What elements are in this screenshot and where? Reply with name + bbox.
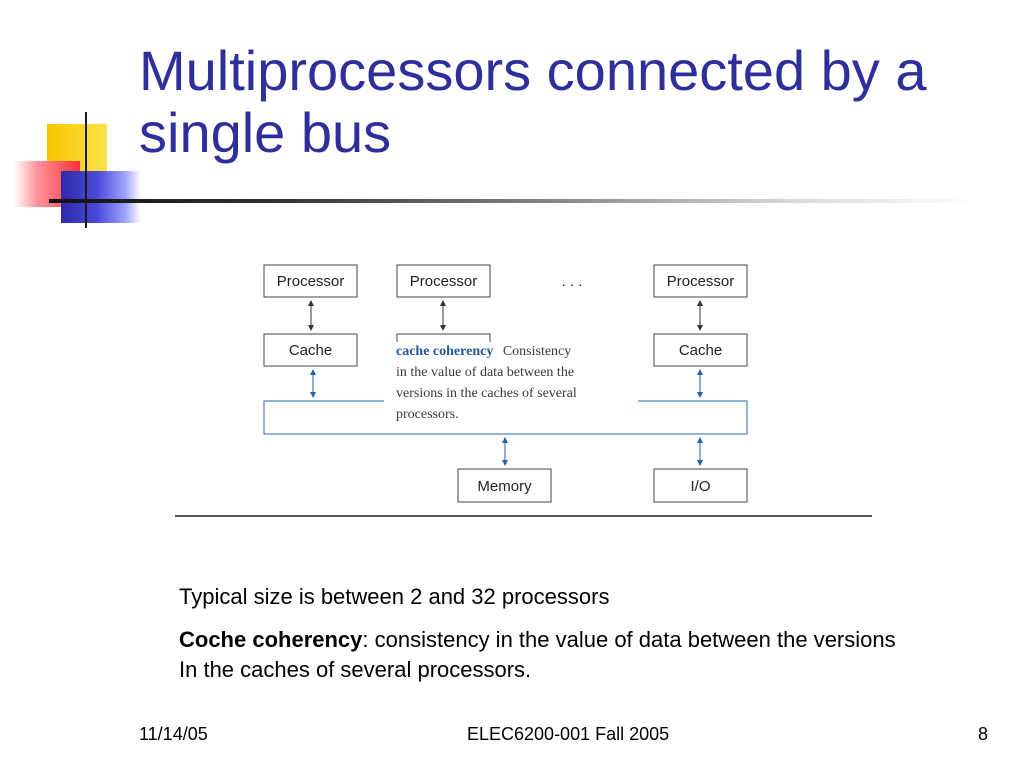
ellipsis: . . .	[562, 273, 583, 290]
body-line-typical-size: Typical size is between 2 and 32 process…	[179, 584, 610, 609]
cache-box-3: Cache	[653, 333, 748, 367]
processor-label-3: Processor	[667, 273, 735, 290]
slide-title: Multiprocessors connected by a single bu…	[139, 39, 927, 164]
processor-label-2: Processor	[410, 273, 478, 290]
title-underline	[49, 199, 979, 203]
processor-box-2: Processor	[396, 264, 491, 298]
io-box: I/O	[653, 468, 748, 503]
coherency-term: Coche coherency	[179, 627, 363, 652]
bus-diagram: Processor Processor . . . Processor Cach…	[175, 264, 872, 517]
processor-label-1: Processor	[277, 273, 345, 290]
callout-line-0: Consistency	[503, 344, 571, 359]
callout-line-1: in the value of data between the	[396, 365, 574, 380]
cache-coherency-callout: cache coherency Consistency in the value…	[396, 344, 577, 422]
decor-blue-square	[61, 171, 141, 223]
callout-line-3: processors.	[396, 407, 459, 422]
callout-background	[384, 342, 638, 432]
processor-box-3: Processor	[653, 264, 748, 298]
cache-label-3: Cache	[679, 342, 722, 359]
cache-box-1: Cache	[263, 333, 358, 367]
io-label: I/O	[690, 478, 710, 495]
cache-label-1: Cache	[289, 342, 332, 359]
memory-box: Memory	[457, 468, 552, 503]
memory-label: Memory	[477, 478, 532, 495]
coherency-definition: : consistency in the value of data betwe…	[362, 627, 896, 652]
decor-vertical-line	[85, 112, 87, 228]
callout-line-2: versions in the caches of several	[396, 386, 577, 401]
coherency-definition-cont: In the caches of several processors.	[179, 657, 532, 682]
footer-course: ELEC6200-001 Fall 2005	[467, 724, 670, 744]
callout-term: cache coherency	[396, 344, 493, 359]
body-line-coherency: Coche coherency: consistency in the valu…	[179, 625, 896, 685]
footer-page-number: 8	[978, 724, 989, 744]
svg-text:cache coherency Consis: cache coherency Consistency	[396, 344, 571, 359]
processor-box-1: Processor	[263, 264, 358, 298]
footer-date: 11/14/05	[139, 724, 208, 744]
